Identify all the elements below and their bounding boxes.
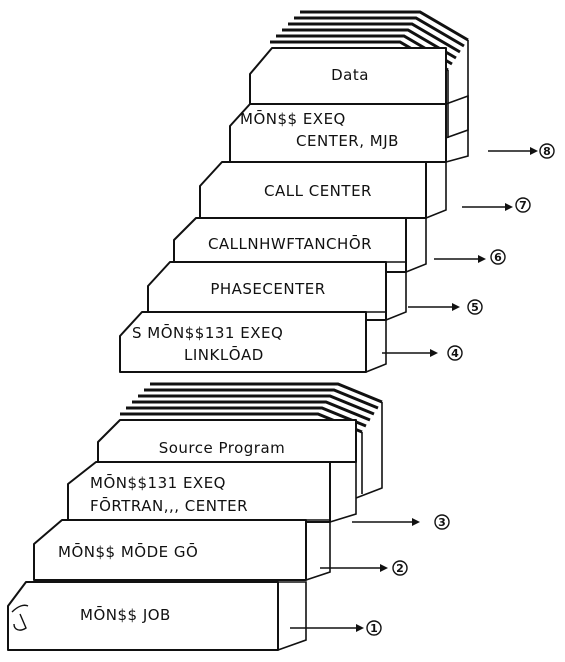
data-header-label: Data [331, 66, 369, 84]
arrow-5-head [452, 303, 460, 311]
card-linkload: S MŌN$$131 EXEQ LINKLŌAD 4 [120, 312, 462, 372]
source-program-label: Source Program [159, 439, 286, 457]
marker-8: 8 [543, 145, 551, 158]
marker-1: 1 [370, 622, 378, 635]
arrow-3-head [412, 518, 420, 526]
card-job: MŌN$$ JOB 1 [8, 582, 381, 650]
card-phase-center-label: PHASECENTER [210, 280, 325, 298]
marker-7: 7 [519, 199, 527, 212]
card-call-nhwf-label: CALLNHWFTANCHŌR [208, 234, 372, 253]
card-job-label: MŌN$$ JOB [80, 605, 171, 624]
arrow-1-head [356, 624, 364, 632]
card-call-center-label: CALL CENTER [264, 182, 372, 200]
arrow-6-head [478, 255, 486, 263]
card-mode-go-label: MŌN$$ MŌDE GŌ [58, 542, 198, 561]
arrow-8-head [530, 147, 538, 155]
marker-6: 6 [494, 251, 502, 264]
arrow-2-head [380, 564, 388, 572]
card-fortran-line2: FŌRTRAN,,, CENTER [90, 496, 248, 515]
marker-3: 3 [438, 516, 446, 529]
card-exeq-center-line2: CENTER, MJB [296, 132, 399, 150]
card-mode-go: MŌN$$ MŌDE GŌ 2 [34, 520, 407, 580]
arrow-7-head [505, 203, 513, 211]
arrow-4-head [430, 349, 438, 357]
card-linkload-line2: LINKLŌAD [184, 345, 264, 364]
marker-2: 2 [396, 562, 404, 575]
marker-4: 4 [451, 347, 459, 360]
card-exeq-center: MŌN$$ EXEQ CENTER, MJB 8 [230, 96, 554, 162]
card-linkload-line1: S MŌN$$131 EXEQ [132, 323, 283, 342]
card-call-center: CALL CENTER 7 [200, 162, 530, 218]
marker-5: 5 [471, 301, 479, 314]
card-fortran-line1: MŌN$$131 EXEQ [90, 473, 226, 492]
card-exeq-center-line1: MŌN$$ EXEQ [240, 109, 346, 128]
card-fortran: MŌN$$131 EXEQ FŌRTRAN,,, CENTER 3 [68, 462, 449, 529]
